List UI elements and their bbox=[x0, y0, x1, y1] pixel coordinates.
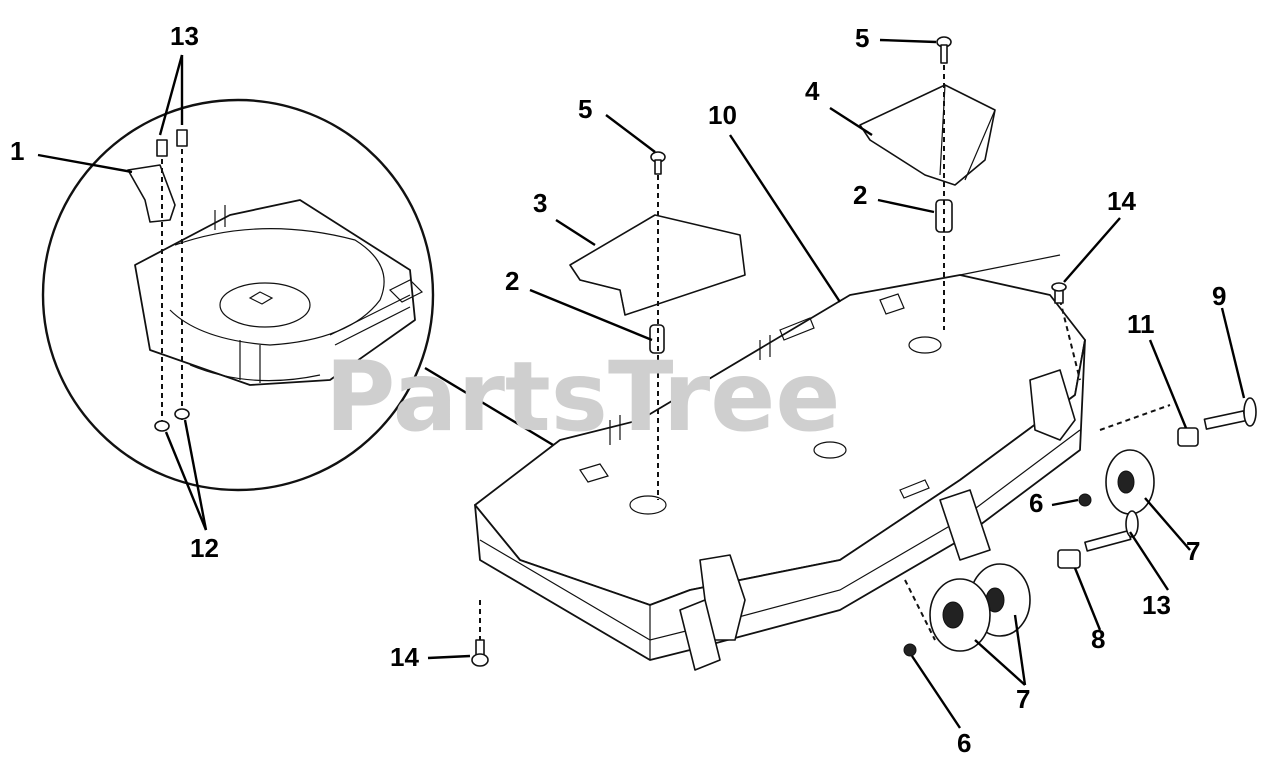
callout-4: 4 bbox=[805, 76, 820, 106]
bolt-13-wheel bbox=[1084, 510, 1139, 552]
callout-9: 9 bbox=[1212, 281, 1226, 311]
callout-7-front: 7 bbox=[1016, 684, 1030, 714]
callout-3: 3 bbox=[533, 188, 547, 218]
callout-7-right: 7 bbox=[1186, 536, 1200, 566]
nut-6-lower bbox=[903, 643, 917, 657]
callout-14-bottom: 14 bbox=[390, 642, 419, 672]
callout-labels: 1 13 12 5 3 2 10 5 4 2 14 9 11 6 7 13 8 … bbox=[10, 21, 1226, 758]
bolt-9 bbox=[1203, 397, 1257, 430]
callout-10: 10 bbox=[708, 100, 737, 130]
callout-12: 12 bbox=[190, 533, 219, 563]
bolt-5-left bbox=[650, 151, 666, 175]
mower-deck-10 bbox=[474, 254, 1086, 671]
callout-5-left: 5 bbox=[578, 94, 592, 124]
bolt-14-bottom bbox=[471, 639, 489, 667]
wheel-7-right bbox=[1105, 449, 1155, 515]
spacer-11 bbox=[1177, 427, 1199, 447]
callout-1: 1 bbox=[10, 136, 24, 166]
leader-lines bbox=[37, 38, 1246, 729]
nut-6-upper bbox=[1078, 493, 1092, 507]
spacer-8 bbox=[1057, 549, 1081, 569]
bolt-14-top bbox=[1051, 282, 1067, 304]
callout-2-right: 2 bbox=[853, 180, 867, 210]
callout-6-lower: 6 bbox=[957, 728, 971, 758]
callout-11: 11 bbox=[1127, 309, 1155, 339]
callout-6-upper: 6 bbox=[1029, 488, 1043, 518]
callout-13-inset: 13 bbox=[170, 21, 199, 51]
wheel-7-front-b bbox=[929, 578, 991, 652]
detail-inset bbox=[41, 98, 435, 492]
callout-13-wheel: 13 bbox=[1142, 590, 1171, 620]
bolt-5-right bbox=[936, 36, 952, 64]
shield-4 bbox=[859, 84, 996, 186]
callout-2-left: 2 bbox=[505, 266, 519, 296]
callout-8: 8 bbox=[1091, 624, 1105, 654]
watermark: PartsTree bbox=[325, 341, 840, 453]
callout-14-top: 14 bbox=[1107, 186, 1136, 216]
callout-5-right: 5 bbox=[855, 23, 869, 53]
